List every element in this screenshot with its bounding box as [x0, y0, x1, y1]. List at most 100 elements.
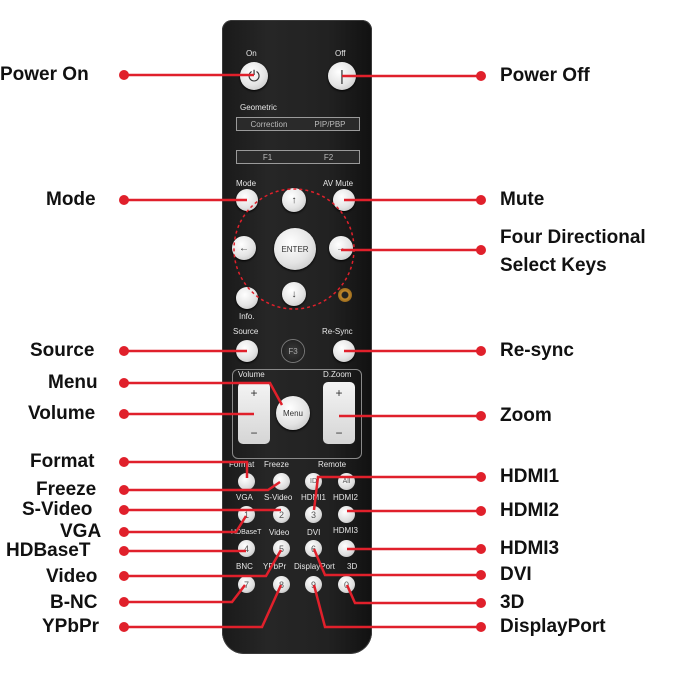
volume-plus[interactable]: + — [250, 386, 258, 400]
key-5[interactable]: 5 — [273, 540, 290, 557]
dot-dvi — [476, 570, 486, 580]
dot-source — [119, 346, 129, 356]
label-vga: VGA — [60, 521, 102, 542]
remote-off-text: Off — [335, 49, 346, 58]
correction-key[interactable]: Correction — [250, 119, 288, 129]
remote-displayport-text: DisplayPort — [294, 562, 335, 571]
label-3d: 3D — [500, 592, 525, 613]
zoom-plus[interactable]: + — [335, 386, 343, 400]
directional-keys-circle — [233, 188, 355, 310]
dot-hdbaset — [119, 546, 129, 556]
remote-3d-text: 3D — [347, 562, 358, 571]
arrow-right-icon: → — [336, 242, 346, 254]
label-dvi: DVI — [500, 564, 532, 585]
label-video: Video — [46, 566, 98, 587]
remote-geometric-text: Geometric — [240, 103, 277, 112]
arrow-left-icon: ← — [239, 242, 249, 254]
key-hdmi3[interactable] — [338, 540, 355, 557]
line-3d — [345, 584, 481, 605]
dot-power-on — [119, 70, 129, 80]
zoom-rocker[interactable]: + − — [323, 382, 355, 444]
remote-ypbpr-text: YPbPr — [263, 562, 287, 571]
remote-vga-text: VGA — [236, 493, 253, 502]
dot-four-directional — [476, 245, 486, 255]
line-hdmi1 — [312, 475, 481, 511]
remote-on-text: On — [246, 49, 257, 58]
label-select-keys: Select Keys — [500, 255, 607, 276]
dot-re-sync — [476, 346, 486, 356]
key-9[interactable]: 9 — [305, 576, 322, 593]
label-power-on: Power On — [0, 64, 89, 85]
geometric-bar: Correction PIP/PBP — [236, 117, 360, 131]
key-6[interactable]: 6 — [305, 540, 322, 557]
f1-key[interactable]: F1 — [262, 152, 273, 162]
remote-volume-text: Volume — [238, 370, 265, 379]
label-zoom: Zoom — [500, 405, 552, 426]
dot-hdmi1 — [476, 472, 486, 482]
dot-s-video — [119, 505, 129, 515]
label-hdmi3: HDMI3 — [500, 538, 560, 559]
label-hdbaset: HDBaseT — [6, 540, 91, 561]
line-ypbpr — [124, 584, 283, 629]
remote-format-text: Format — [229, 460, 255, 469]
remote-dzoom-text: D.Zoom — [323, 370, 352, 379]
remote-info-text: Info. — [239, 312, 255, 321]
remote-freeze-text: Freeze — [264, 460, 289, 469]
dot-b-nc — [119, 597, 129, 607]
line-menu — [124, 381, 284, 406]
label-s-video: S-Video — [22, 499, 93, 520]
menu-button[interactable]: Menu — [276, 396, 310, 430]
dot-vga — [119, 527, 129, 537]
label-freeze: Freeze — [36, 479, 97, 500]
format-button[interactable] — [238, 473, 255, 490]
key-4[interactable]: 4 — [238, 540, 255, 557]
function-bar: F1 F2 — [236, 150, 360, 164]
key-3[interactable]: 3 — [305, 506, 322, 523]
key-0[interactable]: 0 — [338, 576, 355, 593]
dot-zoom — [476, 411, 486, 421]
dot-3d — [476, 598, 486, 608]
down-arrow-button[interactable]: ↓ — [282, 282, 306, 306]
dot-mute — [476, 195, 486, 205]
up-arrow-button[interactable]: ↑ — [282, 188, 306, 212]
line-video — [124, 549, 283, 578]
f3-button[interactable]: F3 — [282, 340, 304, 362]
remote-resync-text: Re-Sync — [322, 327, 353, 336]
label-b-nc: B-NC — [50, 592, 98, 613]
dot-freeze — [119, 485, 129, 495]
dot-video — [119, 571, 129, 581]
line-freeze — [124, 480, 281, 492]
volume-minus[interactable]: − — [250, 426, 258, 440]
f2-key[interactable]: F2 — [323, 152, 334, 162]
label-volume: Volume — [28, 403, 96, 424]
dot-displayport — [476, 622, 486, 632]
left-arrow-button[interactable]: ← — [232, 236, 256, 260]
label-power-off: Power Off — [500, 65, 590, 86]
pip-pbp-key[interactable]: PIP/PBP — [314, 119, 346, 129]
dot-hdmi3 — [476, 544, 486, 554]
line-b-nc — [124, 584, 246, 604]
remote-avmute-text: AV Mute — [323, 179, 354, 188]
key-8[interactable]: 8 — [273, 576, 290, 593]
label-menu: Menu — [48, 372, 98, 393]
remote-mode-text: Mode — [236, 179, 257, 188]
remote-svideo-text: S-Video — [264, 493, 293, 502]
dot-hdmi2 — [476, 506, 486, 516]
label-source: Source — [30, 340, 95, 361]
label-mute: Mute — [500, 189, 545, 210]
arrow-down-icon: ↓ — [291, 288, 297, 300]
label-re-sync: Re-sync — [500, 340, 574, 361]
freeze-button[interactable] — [273, 473, 290, 490]
dot-volume — [119, 409, 129, 419]
dot-power-off — [476, 71, 486, 81]
right-arrow-button[interactable]: → — [329, 236, 353, 260]
remote-hdbaset-text: HDBaseT — [231, 529, 262, 536]
remote-hdmi3-text: HDMI3 — [333, 526, 358, 535]
label-displayport: DisplayPort — [500, 616, 606, 637]
remote-hdmi1-text: HDMI1 — [301, 493, 326, 502]
zoom-minus[interactable]: − — [335, 426, 343, 440]
dot-mode — [119, 195, 129, 205]
remote-hdmi2-text: HDMI2 — [333, 493, 358, 502]
remote-source-text: Source — [233, 327, 259, 336]
enter-button[interactable]: ENTER — [274, 228, 316, 270]
